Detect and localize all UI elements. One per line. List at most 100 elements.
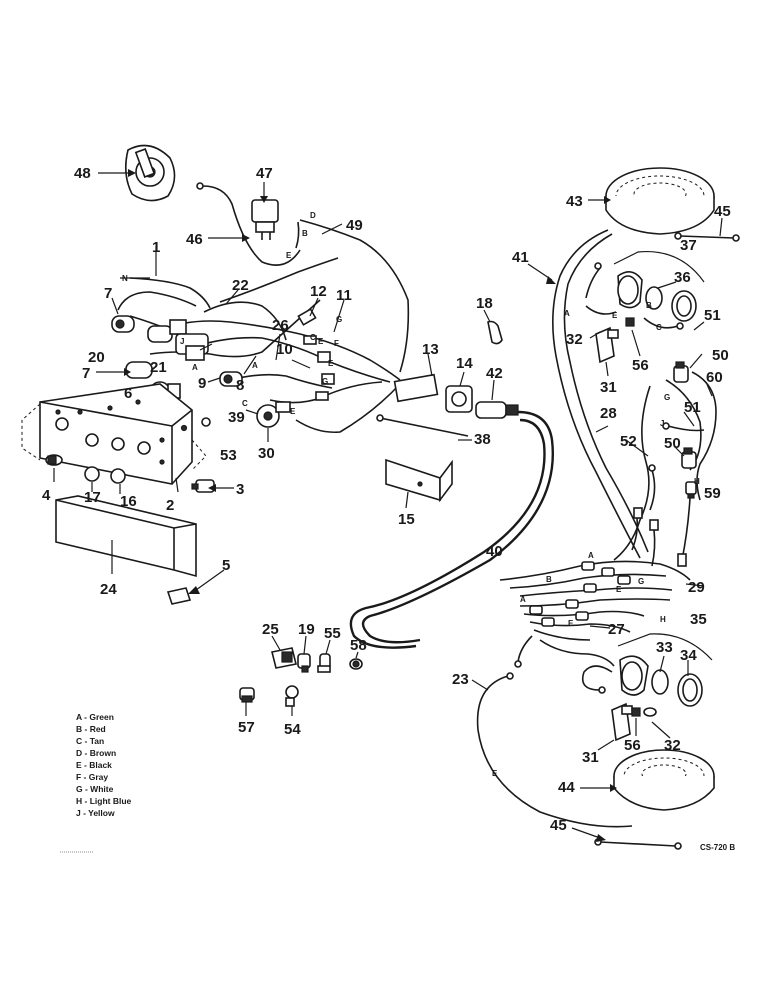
callout-19: 19 [298,621,315,638]
bracket-31-upper [595,326,619,364]
callout-58: 58 [350,637,367,654]
callout-5: 5 [222,557,230,574]
wire-code: G [336,315,342,324]
wire-code: G [664,393,670,402]
legend-entry: G - White [76,784,114,794]
callout-42: 42 [486,365,503,382]
callout-54: 54 [284,721,301,738]
wire-code: E [616,585,622,594]
callout-17: 17 [84,489,101,506]
wire-code: B [646,301,652,310]
tail-light-socket [256,401,291,428]
wire-code: A [252,361,258,370]
wire-code: H [694,477,700,486]
callout-50b: 50 [664,435,681,452]
callout-50a: 50 [712,347,729,364]
callout-2: 2 [166,497,174,514]
legend-entry: D - Brown [76,748,116,758]
marker-light-left [111,315,135,333]
wire-code: E [328,359,334,368]
callout-26: 26 [272,317,289,334]
callout-27: 27 [608,621,625,638]
legend-entry: F - Gray [76,772,108,782]
callout-45b: 45 [550,817,567,834]
callout-33: 33 [656,639,673,656]
color-legend: A - Green B - Red C - Tan D - Brown E - … [76,712,132,818]
callout-38: 38 [474,431,491,448]
connector-socket [393,373,473,413]
callout-29: 29 [688,579,705,596]
callout-49: 49 [346,217,363,234]
callout-39: 39 [228,409,245,426]
connector-54 [285,685,299,707]
grommet-58 [349,658,363,670]
wire-38 [376,414,469,437]
callout-56a: 56 [632,357,649,374]
callout-56b: 56 [624,737,641,754]
connector-25 [271,647,297,669]
callout-22: 22 [232,277,249,294]
callout-12: 12 [310,283,327,300]
relay [251,199,279,240]
wire-code: E [318,337,324,346]
wire-code: C [310,333,316,342]
callout-6: 6 [124,385,132,402]
callout-55: 55 [324,625,341,642]
callout-30: 30 [258,445,275,462]
callout-45a: 45 [714,203,731,220]
callout-35: 35 [690,611,707,628]
callout-20: 20 [88,349,105,366]
callout-36: 36 [674,269,691,286]
callout-37: 37 [680,237,697,254]
callout-43: 43 [566,193,583,210]
connector-57 [239,687,255,703]
bracket-15 [385,458,453,503]
callout-21: 21 [150,359,167,376]
callout-15: 15 [398,511,415,528]
callout-13: 13 [422,341,439,358]
callout-32b: 32 [664,737,681,754]
callout-34: 34 [680,647,697,664]
wire-45-bottom [594,838,682,850]
callout-32a: 32 [566,331,583,348]
callout-40: 40 [486,543,503,560]
wire-code: E [612,311,618,320]
callout-7b: 7 [82,365,90,382]
callout-1: 1 [152,239,160,256]
wire-code: H [660,615,666,624]
sender-unit [191,479,215,493]
callout-48: 48 [74,165,91,182]
wire-code: D [310,211,316,220]
wire-code: N [122,274,128,283]
connector-59 [685,481,697,499]
callout-31b: 31 [582,749,599,766]
wire-code: J [660,419,664,428]
wire-code: E [290,407,296,416]
flood-lamp-lower [619,655,703,707]
callout-10: 10 [276,341,293,358]
connector-55 [317,653,331,673]
instrument-panel [39,383,193,485]
wire-code: A [564,309,570,318]
connector-19 [297,653,311,673]
wire-code: F [334,339,339,348]
wire-code: E [286,251,292,260]
wire-code: A [588,551,594,560]
light-switch [125,333,209,379]
horn [124,144,176,202]
flood-lamp-upper [617,271,697,322]
callout-24: 24 [100,581,117,598]
callout-47: 47 [256,165,273,182]
callout-23: 23 [452,671,469,688]
indicator-bulb [45,454,63,466]
legend-entry: E - Black [76,760,112,770]
wire-code: G [322,377,328,386]
mounting-bracket-small [166,569,225,605]
clip [487,320,503,345]
callout-7a: 7 [104,285,112,302]
legend-entry: A - Green [76,712,114,722]
legend-entry: B - Red [76,724,106,734]
bulb-50-lower [681,447,697,469]
wire-code: E [568,619,574,628]
